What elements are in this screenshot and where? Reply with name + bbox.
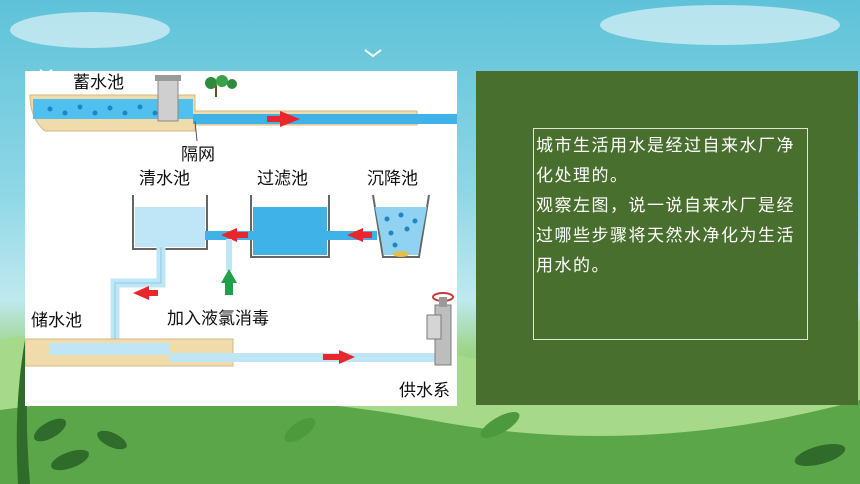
text-card	[476, 71, 858, 405]
arrow-left-icon-shaft	[362, 232, 372, 238]
arrow-left-icon	[221, 228, 237, 242]
arrow-right-icon	[339, 350, 355, 364]
label-clear-tank: 清水池	[139, 169, 190, 189]
intake-tower-cap	[155, 75, 181, 81]
label-supply: 供水系	[399, 381, 450, 401]
paragraph-question: 观察左图，说一说自来水厂是经过哪些步骤将天然水净化为生活用水的。	[536, 196, 795, 276]
arrow-right-icon-shaft	[323, 354, 340, 360]
label-screen: 隔网	[181, 145, 215, 165]
label-storage-tank: 储水池	[31, 311, 82, 331]
water-treatment-diagram: 蓄水池 隔网 清水池 过滤池 沉降池 储水池 加入液氯消毒 供水系	[25, 71, 457, 406]
chlorine-pipe	[226, 239, 232, 271]
faucet-icon	[426, 292, 454, 366]
storage-water	[49, 343, 169, 355]
hill-front	[0, 397, 860, 484]
paragraph-intro: 城市生活用水是经过自来水厂净化处理的。	[536, 136, 795, 186]
label-reservoir: 蓄水池	[73, 73, 124, 93]
label-filter-tank: 过滤池	[257, 169, 308, 189]
label-settling-tank: 沉降池	[367, 169, 418, 189]
arrow-left-icon-shaft	[236, 232, 248, 238]
screen-pointer	[194, 120, 198, 142]
filter-tank-water	[253, 207, 327, 255]
diagram-drawing	[25, 75, 457, 367]
clear-tank-water	[135, 207, 205, 247]
settling-particles	[384, 212, 418, 248]
top-pipe	[193, 114, 457, 124]
arrow-right-icon	[280, 111, 300, 127]
plant-decoration	[16, 300, 846, 484]
arrow-up-icon	[221, 269, 237, 283]
bottom-pipe	[169, 353, 439, 362]
arrow-left-icon	[133, 286, 149, 300]
cloud-decoration	[10, 5, 840, 48]
arrow-right-icon-shaft	[267, 116, 281, 122]
label-add-chlorine: 加入液氯消毒	[167, 309, 269, 329]
arrow-left-icon-shaft	[148, 290, 158, 296]
arrow-left-icon	[347, 228, 363, 242]
arrow-up-icon-shaft	[225, 282, 233, 295]
intake-tower	[157, 78, 179, 122]
filter-tank	[250, 195, 330, 258]
tree-icon	[205, 75, 237, 97]
clear-tank	[132, 195, 208, 250]
sediment	[393, 251, 409, 257]
text-frame	[533, 128, 808, 340]
